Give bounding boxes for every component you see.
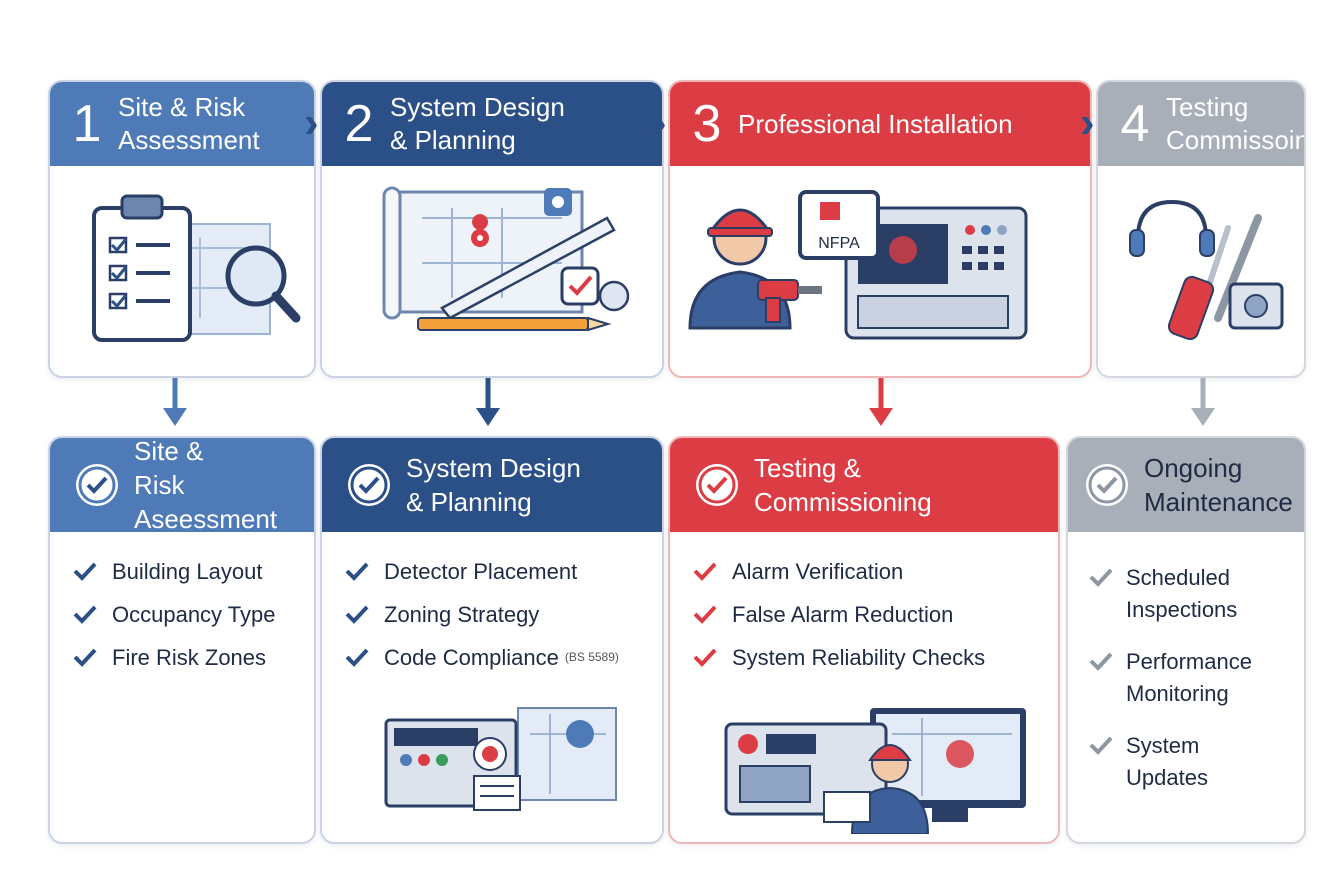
checkmark-icon xyxy=(692,601,732,630)
step-title-3: Professional Installation xyxy=(738,108,1013,139)
checkmark-icon xyxy=(344,644,384,673)
magnifier-icon xyxy=(225,245,301,323)
down-arrow-icon xyxy=(476,378,500,426)
detail-list-2: Detector Placement Zoning Strategy Code … xyxy=(344,558,652,687)
step-title-2: System Design & Planning xyxy=(390,92,565,155)
detail-header-2: System Design & Planning xyxy=(322,438,662,532)
detail-card-4: Ongoing Maintenance Scheduled Inspection… xyxy=(1066,436,1306,844)
check-circle-icon xyxy=(696,464,738,506)
step-title-1: Site & Risk Assessment xyxy=(118,92,260,155)
step-header-1: 1 Site & Risk Assessment xyxy=(50,82,314,166)
step-header-4: 4 Testing Commissoin xyxy=(1098,82,1304,166)
step-illustration-3: NFPA xyxy=(670,168,1090,376)
check-circle-icon xyxy=(1086,464,1128,506)
down-arrow-icon xyxy=(163,378,187,426)
alarm-panel-icon xyxy=(384,707,617,811)
list-item: System Updates xyxy=(1088,730,1294,794)
list-item: False Alarm Reduction xyxy=(692,601,1048,630)
detail-header-4: Ongoing Maintenance xyxy=(1068,438,1304,532)
checkmark-icon xyxy=(1088,562,1126,596)
detail-list-1: Building Layout Occupancy Type Fire Risk… xyxy=(72,558,304,687)
check-circle-icon xyxy=(348,464,390,506)
detail-header-1: Site & Risk Aseessment xyxy=(50,438,314,534)
detail-card-1: Site & Risk Aseessment Building Layout O… xyxy=(48,436,316,844)
chevron-right-icon: › xyxy=(652,98,667,147)
detail-title-3: Testing & Commissioning xyxy=(754,453,932,517)
detail-title-1: Site & Risk Aseessment xyxy=(134,436,278,534)
detail-title-2: System Design & Planning xyxy=(406,453,581,517)
nfpa-label: NFPA xyxy=(818,235,860,252)
checkmark-icon xyxy=(1088,646,1126,680)
detail-list-4: Scheduled Inspections Performance Monito… xyxy=(1088,562,1294,814)
step-illustration-4 xyxy=(1098,168,1304,376)
list-item: Fire Risk Zones xyxy=(72,644,304,673)
down-arrow-icon xyxy=(1191,378,1215,426)
step-number-3: 3 xyxy=(692,95,722,153)
tools-icon xyxy=(1167,214,1262,341)
checkmark-icon xyxy=(1088,730,1126,764)
list-item: System Reliability Checks xyxy=(692,644,1048,673)
ruler-icon xyxy=(440,216,616,320)
chevron-right-icon: › xyxy=(304,98,319,147)
list-item: Zoning Strategy xyxy=(344,601,652,630)
step-header-3: 3 Professional Installation xyxy=(670,82,1090,166)
alarm-panel-icon xyxy=(844,206,1028,340)
detail-card-2: System Design & Planning Detector Placem… xyxy=(320,436,664,844)
list-item: Detector Placement xyxy=(344,558,652,587)
step-card-4: 4 Testing Commissoin xyxy=(1096,80,1306,378)
checkmark-icon xyxy=(72,644,112,673)
alarm-panel-icon xyxy=(724,708,1026,834)
checkmark-icon xyxy=(72,558,112,587)
detail-title-4: Ongoing Maintenance xyxy=(1144,453,1293,517)
list-item: Performance Monitoring xyxy=(1088,646,1294,710)
list-item: Code Compliance(BS 5589) xyxy=(344,644,652,673)
step-card-2: 2 System Design & Planning xyxy=(320,80,664,378)
checkmark-icon xyxy=(72,601,112,630)
checkmark-icon xyxy=(344,558,384,587)
check-circle-icon xyxy=(76,464,118,506)
clipboard-icon xyxy=(92,194,192,342)
detail-header-3: Testing & Commissioning xyxy=(670,438,1058,532)
code-note: (BS 5589) xyxy=(564,650,619,664)
list-item: Scheduled Inspections xyxy=(1088,562,1294,626)
step-title-4: Testing Commissoin xyxy=(1166,92,1304,155)
step-card-1: 1 Site & Risk Assessment xyxy=(48,80,316,378)
down-arrow-icon xyxy=(869,378,893,426)
detail-list-3: Alarm Verification False Alarm Reduction… xyxy=(692,558,1048,687)
step-illustration-2 xyxy=(322,168,662,376)
detail-card-3: Testing & Commissioning Alarm Verificati… xyxy=(668,436,1060,844)
chevron-right-icon: › xyxy=(1080,98,1095,147)
list-item: Building Layout xyxy=(72,558,304,587)
step-number-2: 2 xyxy=(344,95,374,153)
list-item: Alarm Verification xyxy=(692,558,1048,587)
list-item: Occupancy Type xyxy=(72,601,304,630)
drill-icon xyxy=(757,279,822,323)
step-number-1: 1 xyxy=(72,95,102,153)
checkmark-icon xyxy=(344,601,384,630)
step-illustration-1 xyxy=(50,168,314,376)
step-number-4: 4 xyxy=(1120,95,1150,153)
pencil-icon xyxy=(417,316,612,332)
checkmark-icon xyxy=(692,558,732,587)
step-card-3: 3 Professional Installation NFPA xyxy=(668,80,1092,378)
checkmark-icon xyxy=(692,644,732,673)
step-header-2: 2 System Design & Planning xyxy=(322,82,662,166)
headset-icon xyxy=(1129,199,1215,257)
